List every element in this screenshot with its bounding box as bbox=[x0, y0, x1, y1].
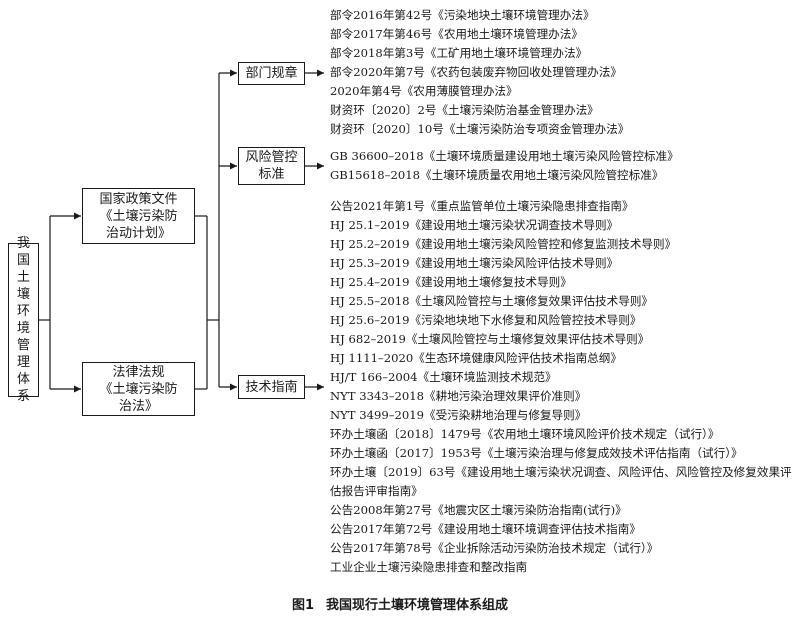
standard-item: GB15618–2018《土壤环境质量农用地土壤污染风险管控标准》 bbox=[330, 168, 664, 182]
guide-item: 公告2008年第27号《地震灾区土壤污染防治指南(试行)》 bbox=[330, 503, 627, 517]
regulations-box: 部门规章 bbox=[238, 62, 305, 85]
guide-item: 公告2021年第1号《重点监管单位土壤污染隐患排查指南》 bbox=[330, 199, 634, 213]
regulations-label: 部门规章 bbox=[245, 66, 298, 81]
guide-item: 环办土壤函〔2017〕1953号《土壤污染治理与修复成效技术评估指南（试行）》 bbox=[330, 446, 743, 460]
root-node-box: 我 国 土 壤 环 境 管 理 体 系 bbox=[8, 236, 39, 404]
guide-item: 环办土壤〔2019〕63号《建设用地土壤污染状况调查、风险评估、风险管控及修复效… bbox=[330, 465, 792, 498]
regulations-list: 部令2016年第42号《污染地块土壤环境管理办法》 部令2017年第46号《农用… bbox=[330, 6, 629, 139]
guide-item: HJ/T 166–2004《土壤环境监测技术规范》 bbox=[330, 370, 557, 384]
guide-item: HJ 25.2–2019《建设用地土壤污染风险管控和修复监测技术导则》 bbox=[330, 237, 677, 251]
regulation-item: 2020年第4号《农用薄膜管理办法》 bbox=[330, 84, 518, 98]
guide-item: NYT 3499–2019《受污染耕地治理与修复导则》 bbox=[330, 408, 587, 422]
law-regulation-label: 法律法规 《土壤污染防 治法》 bbox=[99, 364, 178, 414]
guides-box: 技术指南 bbox=[238, 375, 305, 399]
law-regulation-box: 法律法规 《土壤污染防 治法》 bbox=[82, 362, 195, 416]
guide-item: HJ 25.3–2019《建设用地土壤污染风险评估技术导则》 bbox=[330, 256, 619, 270]
regulation-item: 部令2020年第7号《农药包装废弃物回收处理管理办法》 bbox=[330, 65, 622, 79]
guide-item: HJ 1111–2020《生态环境健康风险评估技术指南总纲》 bbox=[330, 351, 622, 365]
regulation-item: 部令2018年第3号《工矿用地土壤环境管理办法》 bbox=[330, 46, 588, 60]
guide-item: HJ 25.5–2018《土壤风险管控与土壤修复效果评估技术导则》 bbox=[330, 294, 654, 308]
policy-document-box: 国家政策文件 《土壤污染防 治动计划》 bbox=[82, 188, 195, 244]
guides-label: 技术指南 bbox=[245, 379, 298, 395]
policy-document-label: 国家政策文件 《土壤污染防 治动计划》 bbox=[99, 191, 178, 241]
guide-item: HJ 25.6–2019《污染地块地下水修复和风险管控技术导则》 bbox=[330, 313, 642, 327]
regulation-item: 财资环〔2020〕10号《土壤污染防治专项资金管理办法》 bbox=[330, 122, 630, 136]
guide-item: 环办土壤函〔2018〕1479号《农用地土壤环境风险评价技术规定（试行）》 bbox=[330, 427, 720, 441]
standards-label: 风险管控 标准 bbox=[245, 150, 298, 182]
guide-item: HJ 25.4–2019《建设用地土壤修复技术导则》 bbox=[330, 275, 572, 289]
figure-caption: 图1 我国现行土壤环境管理体系组成 bbox=[0, 594, 800, 613]
standards-list: GB 36600–2018《土壤环境质量建设用地土壤污染风险管控标准》 GB15… bbox=[330, 147, 679, 185]
regulation-item: 部令2016年第42号《污染地块土壤环境管理办法》 bbox=[330, 8, 595, 22]
regulation-item: 财资环〔2020〕2号《土壤污染防治基金管理办法》 bbox=[330, 103, 599, 117]
figure-title: 我国现行土壤环境管理体系组成 bbox=[326, 598, 509, 613]
standard-item: GB 36600–2018《土壤环境质量建设用地土壤污染风险管控标准》 bbox=[330, 149, 679, 163]
guide-item: 工业企业土壤污染隐患排查和整改指南 bbox=[330, 560, 528, 574]
root-node-label: 我 国 土 壤 环 境 管 理 体 系 bbox=[16, 236, 30, 404]
guide-item: NYT 3343–2018《耕地污染治理效果评价准则》 bbox=[330, 389, 587, 403]
guides-list: 公告2021年第1号《重点监管单位土壤污染隐患排查指南》 HJ 25.1–201… bbox=[330, 197, 800, 577]
guide-item: HJ 682–2019《土壤风险管控与土壤修复效果评估技术导则》 bbox=[330, 332, 650, 346]
guide-item: 公告2017年第72号《建设用地土壤环境调查评估技术指南》 bbox=[330, 522, 641, 536]
standards-box: 风险管控 标准 bbox=[238, 147, 305, 185]
regulation-item: 部令2017年第46号《农用地土壤环境管理办法》 bbox=[330, 27, 583, 41]
guide-item: 公告2017年第78号《企业拆除活动污染防治技术规定（试行）》 bbox=[330, 541, 659, 555]
guide-item: HJ 25.1–2019《建设用地土壤污染状况调查技术导则》 bbox=[330, 218, 619, 232]
figure-number: 图1 bbox=[291, 598, 315, 613]
